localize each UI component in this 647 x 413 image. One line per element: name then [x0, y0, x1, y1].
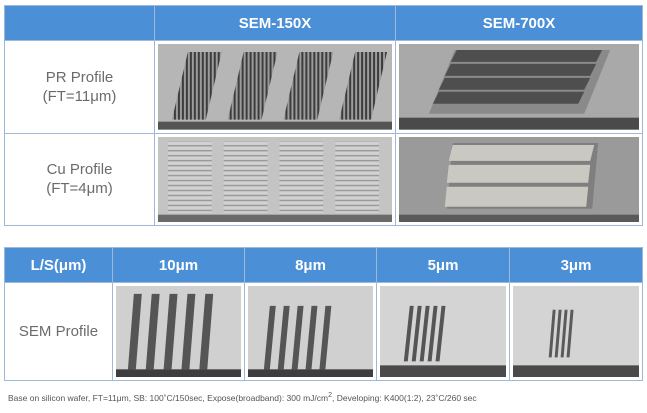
row-label-cu-profile: Cu Profile (FT=4μm)	[4, 132, 155, 227]
cu-700x-sem-image	[399, 136, 639, 223]
cu-150x-sem-image	[158, 136, 392, 223]
sem-3um-cell	[509, 281, 643, 382]
sem-profile-label: SEM Profile	[4, 281, 113, 382]
header-3um: 3μm	[509, 247, 643, 283]
cu-150x-cell	[154, 132, 396, 227]
header-sem-700x: SEM-700X	[395, 5, 643, 41]
sem-10um-cell	[112, 281, 245, 382]
header-8um: 8μm	[244, 247, 377, 283]
cu-profile-thickness: (FT=4μm)	[46, 180, 113, 198]
caption-text-part1: Base on silicon wafer, FT=11μm, SB: 100˚…	[8, 392, 329, 403]
header-empty	[4, 5, 155, 41]
pr-profile-thickness: (FT=11μm)	[42, 87, 117, 105]
sem-8um-image	[248, 286, 373, 378]
pr-700x-cell	[395, 40, 643, 134]
sem-comparison-table: SEM-150X SEM-700X PR Profile (FT=11μm)	[4, 5, 643, 227]
sem-8um-cell	[244, 281, 377, 382]
caption-superscript: 2	[328, 391, 333, 399]
row-label-pr-profile: PR Profile (FT=11μm)	[4, 40, 155, 134]
process-conditions-caption: Base on silicon wafer, FT=11μm, SB: 100˚…	[8, 391, 477, 403]
sem-10um-image	[116, 286, 241, 378]
header-line-space: L/S(μm)	[4, 247, 113, 283]
sem-3um-image	[513, 286, 639, 378]
header-sem-150x: SEM-150X	[154, 5, 396, 41]
sem-5um-cell	[376, 281, 510, 382]
cu-700x-cell	[395, 132, 643, 227]
sem-5um-image	[380, 286, 506, 378]
pr-700x-sem-image	[399, 44, 639, 130]
header-5um: 5μm	[376, 247, 510, 283]
pr-150x-sem-image	[158, 44, 392, 130]
caption-text-part2: , Developing: K400(1:2), 23˚C/260 sec	[332, 392, 477, 403]
pr-150x-cell	[154, 40, 396, 134]
line-space-table: L/S(μm) 10μm 8μm 5μm 3μm SEM Profile	[4, 247, 643, 382]
cu-profile-label: Cu Profile	[46, 161, 113, 179]
pr-profile-label: PR Profile	[45, 68, 114, 86]
header-10um: 10μm	[112, 247, 245, 283]
